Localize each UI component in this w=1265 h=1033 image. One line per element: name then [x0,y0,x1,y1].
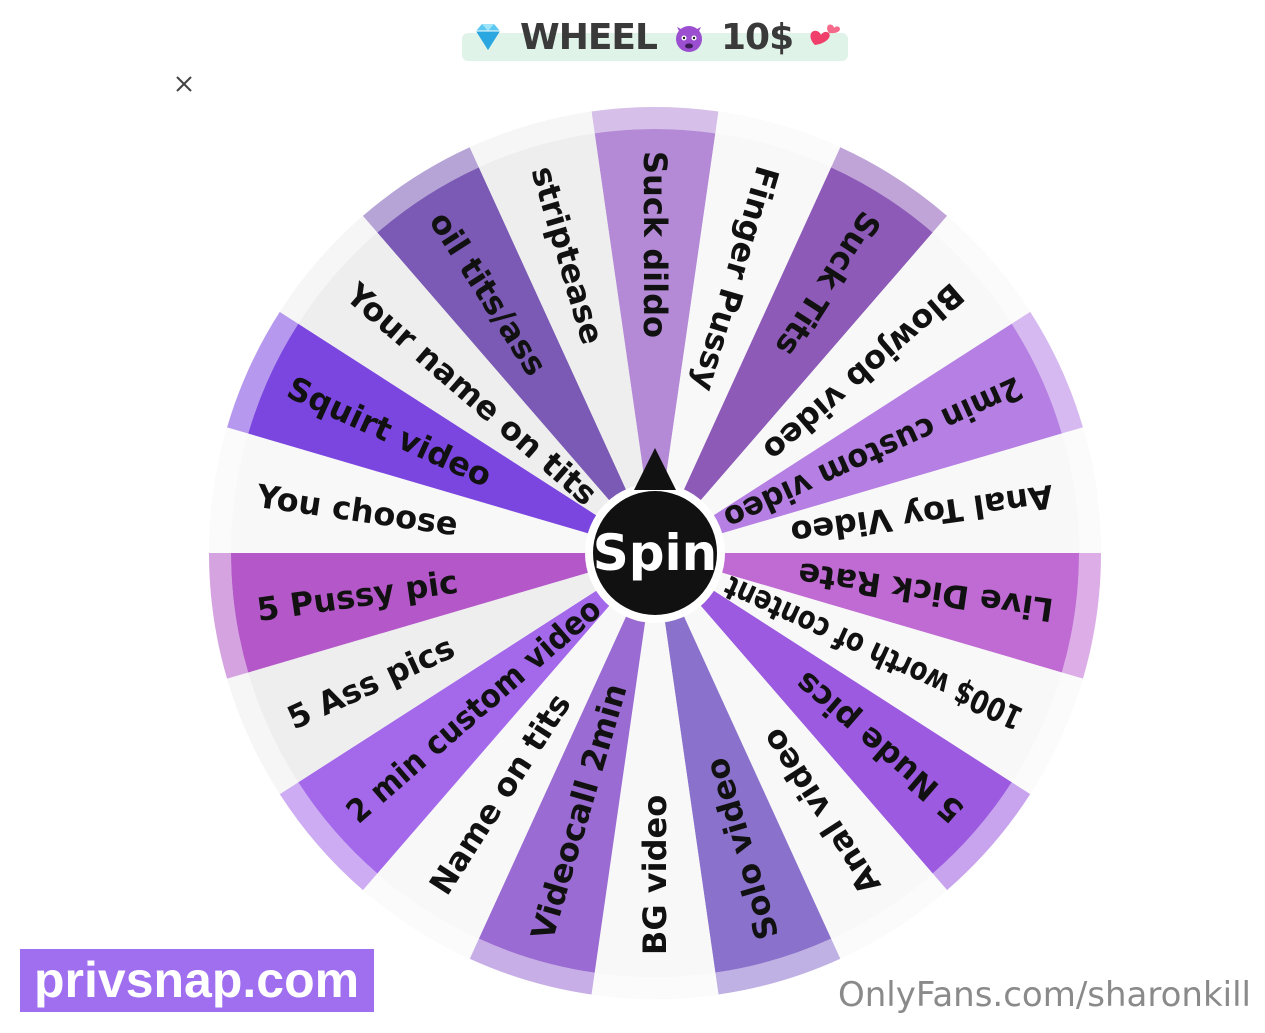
wheel-segment-rim [1011,311,1083,434]
wheel-segment [231,553,592,673]
wheel-segment [710,323,1062,535]
wheel-segment-rim [209,553,249,679]
spin-button-face[interactable] [593,491,717,615]
wheel-segment [698,232,1012,518]
wheel-outer-segments [209,107,1102,1000]
wheel-segment-rim [1011,672,1083,795]
wheel-segment-label: Suck dildo [636,151,674,338]
wheel-segment [377,602,628,939]
wheel-segment-rim [715,111,841,168]
wheel-segment-rim [831,147,948,233]
wheel-segment [682,167,933,504]
wheel-segment-rim [469,938,595,995]
wheel-segment [594,618,716,977]
wheel-segment [298,232,612,518]
spin-button[interactable]: Spin [585,448,725,623]
wheel-segment [231,433,592,553]
wheel-segment [248,323,600,535]
page-title: WHEEL 10$ [470,12,843,62]
wheel-segment-rim [1061,553,1101,679]
wheel-segment [710,571,1062,783]
watermark-onlyfans: OnlyFans.com/sharonkill [838,975,1251,1015]
wheel-segment-rim [932,215,1031,324]
title-price: 10$ [720,16,794,58]
wheel-segment-rim [227,672,299,795]
spin-button-label: Spin [593,524,718,582]
wheel-segment-rim [362,147,479,233]
wheel-segment [664,133,832,493]
wheel-segment [478,133,646,493]
wheel-segment-label: BG video [636,795,674,955]
wheel-segment-rim [227,311,299,434]
devil-icon [675,26,702,52]
wheel-segment-rim [932,782,1031,891]
wheel-segment-rim [362,873,479,959]
wheel-segment-rim [1061,427,1102,553]
wheel-segment-rim [279,215,378,324]
wheel-segment [664,613,832,973]
gem-icon [476,24,500,50]
pointer-icon [634,448,676,490]
wheel-segment-rim [279,782,378,891]
watermark-privsnap: privsnap.com [20,949,374,1012]
wheel-segment [718,433,1079,553]
close-icon[interactable] [170,70,198,98]
wheel-segment [478,613,646,973]
wheel-segment-rim [591,107,719,134]
wheel-segment [698,588,1012,874]
wheel-segment-rim [469,111,595,168]
title-word: WHEEL [520,16,658,58]
wheel-segment [248,571,600,783]
hearts-icon [810,24,841,45]
wheel-segment [682,602,933,939]
wheel-segments [231,129,1079,977]
wheel-segment [718,553,1079,673]
title-highlight [462,33,848,61]
wheel-segment [298,588,612,874]
wheel-segment-rim [715,938,841,995]
wheel-segment [377,167,628,504]
wheel-segment-rim [831,873,948,959]
wheel-segment [594,129,716,488]
wheel-segment-rim [591,972,719,1000]
wheel-segment-rim [209,427,249,553]
